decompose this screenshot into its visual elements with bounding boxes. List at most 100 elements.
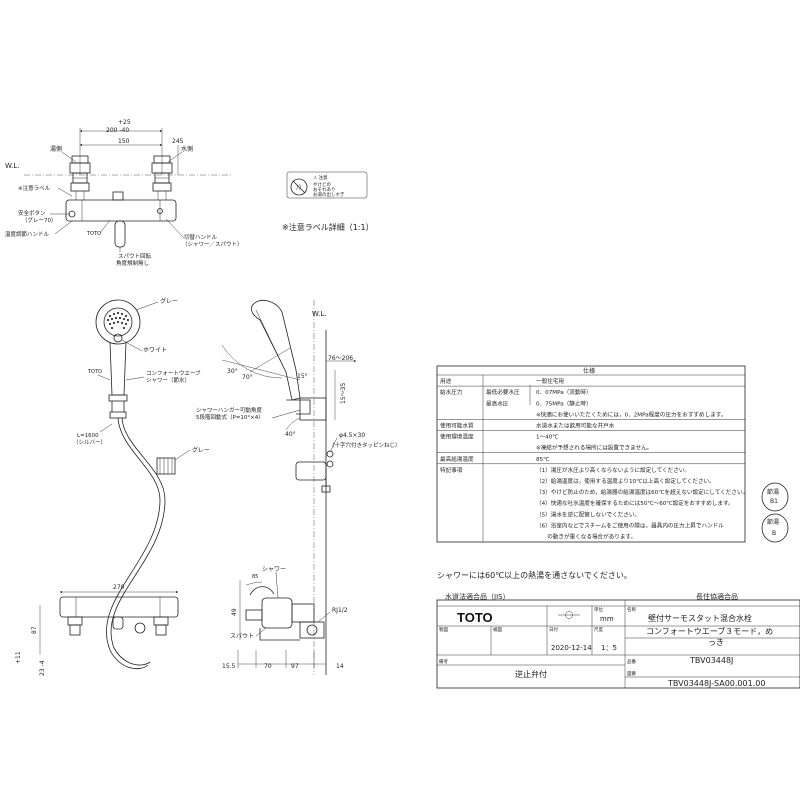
stamp-b2: B xyxy=(772,530,776,537)
spec-title: 仕様 xyxy=(583,367,595,375)
angle-30: 30° xyxy=(227,368,238,375)
safety-button-callout: 安全ボタン（グレー70） xyxy=(18,209,57,224)
hanger-40: 40° xyxy=(285,431,296,438)
stamp-a1: 節湯 xyxy=(767,488,779,496)
bottom-front-view: 270 87 +11 23 -4 xyxy=(15,584,179,676)
gray-callout: グレー xyxy=(160,297,178,305)
remarks-label: 備考 xyxy=(439,658,448,665)
drawing-label: 図番 xyxy=(627,670,636,677)
title-block: 水道法適合品（JIS） 長住協適合品 TOTO 単位 mm 名称 壁付サーモスタ… xyxy=(436,592,800,689)
spec-row-label: 用途 xyxy=(440,377,452,385)
dim-245: 245 xyxy=(172,138,184,145)
shower-callout: シャワー xyxy=(262,566,286,573)
dim-97: 97 xyxy=(291,663,299,670)
screw-label: （十字穴付きタッピンねじ） xyxy=(329,441,401,449)
side-wl-label: W.L. xyxy=(312,310,326,318)
product-name1: 壁付サーモスタット混合水栓 xyxy=(648,613,752,623)
shower-head-front: グレー ホワイト TOTO コンフォートウエーブシャワー（節水） L=1600（… xyxy=(73,297,210,670)
unit-value: mm xyxy=(600,615,614,623)
angle-70: 70° xyxy=(242,374,253,381)
cold-inlet-elbow xyxy=(151,155,173,200)
side-view: W.L. 30° 70° 15° 76～206 15～35 シャワーハンガー可動… xyxy=(196,299,401,675)
name-label: 名称 xyxy=(627,606,636,613)
dim-15-35: 15～35 xyxy=(340,383,347,404)
front-view: +25 200 -40 150 245 W.L. 湯側 水側 xyxy=(5,119,243,267)
caution-body: やけどのおそれありお湯の出しすぎ xyxy=(313,181,345,198)
spec-row-sublabel: 最高水圧 xyxy=(486,399,509,407)
gray2-callout: グレー xyxy=(192,446,210,454)
spec-row-value: 0．75MPa（静止時） xyxy=(536,399,592,407)
spec-row-label: 使用環境温度 xyxy=(440,433,474,441)
hose-callout: L=1600（シルバー） xyxy=(73,433,106,446)
drawing-number: TBV03448J-SA00.001.00 xyxy=(667,679,765,688)
switch-handle-callout: 切替ハンドル（シャワー／スパウト） xyxy=(182,233,243,248)
dim-23: 23 -4 xyxy=(39,660,46,676)
caution-label-detail: ⚠ 注意 やけどのおそれありお湯の出しすぎ ※注意ラベル詳細（1:1） xyxy=(282,171,374,232)
warning-note: シャワーには60℃以上の熱湯を通さないでください。 xyxy=(437,570,632,580)
angle-15: 15° xyxy=(297,373,308,380)
spec-row-value: （5）湯水を逆に配管しないでください。 xyxy=(536,510,640,518)
phi-label: φ4.5×30 xyxy=(339,432,365,439)
model-label: 品番 xyxy=(627,658,636,665)
spec-row-value: 0．07MPa（流動時） xyxy=(536,388,592,396)
caution-label-callout: ※注意ラベル xyxy=(18,184,51,192)
drawn-label: 製図 xyxy=(439,626,448,633)
dim-150: 150 xyxy=(118,138,130,145)
toto-shower-mark: TOTO xyxy=(87,369,102,375)
stamp-a2: B1 xyxy=(770,498,778,505)
water-saving-stamps: 節湯 B1 節湯 B xyxy=(761,482,789,543)
shower-name-callout: コンフォートウエーブシャワー（節水） xyxy=(146,369,201,384)
dim-200: 200 -40 xyxy=(106,127,129,134)
remarks-value: 逆止弁付 xyxy=(515,669,547,679)
dim-270: 270 xyxy=(113,584,125,591)
spec-row-value: （4）快適な吐水温度を確保するためには50℃～60℃設定をおすすめします。 xyxy=(536,499,734,507)
model-value: TBV03448J xyxy=(689,656,733,665)
date-label: 日付 xyxy=(549,626,558,633)
dim-plus25: +25 xyxy=(118,119,131,126)
faucet-body xyxy=(65,191,177,248)
spec-row-label: 使用可能水質 xyxy=(440,422,474,430)
rj-label: RJ1/2 xyxy=(332,607,348,614)
spec-row-value: ※凍結が予想される場所には設置できません。 xyxy=(536,444,652,452)
hot-side-label: 湯側 xyxy=(50,145,62,153)
dim-87: 87 xyxy=(31,626,38,634)
unit-label: 単位 xyxy=(594,606,603,613)
dim-85: 85 xyxy=(252,574,258,580)
longlife-label: 長住協適合品 xyxy=(696,592,738,601)
spec-row-label: 最高給湯温度 xyxy=(440,455,474,463)
jis-label: 水道法適合品（JIS） xyxy=(445,592,510,601)
spec-row-value: 1～40℃ xyxy=(536,434,559,441)
stamp-b1: 節湯 xyxy=(767,518,779,526)
spec-row-value: の動きが重くなる場合があります。 xyxy=(536,533,636,541)
toto-mark: TOTO xyxy=(86,231,101,237)
cold-side-label: 水側 xyxy=(181,145,193,153)
dim-14: 14 xyxy=(336,663,344,670)
scale-value: 1：5 xyxy=(601,644,617,652)
spout-callout: スパウト xyxy=(230,632,254,640)
toto-logo: TOTO xyxy=(457,610,493,625)
scale-label: 尺度 xyxy=(594,626,603,633)
spec-row-value: （3）やけど防止のため，給湯器の給湯温度は60℃を超えない設定にしてください。 xyxy=(536,488,748,496)
caution-head: ⚠ 注意 xyxy=(313,174,328,181)
dim-76-206: 76～206 xyxy=(328,355,353,362)
product-name3: っき xyxy=(708,638,724,647)
temp-handle-callout: 温度調節ハンドル xyxy=(5,230,50,238)
spec-row-label: 給水圧力 xyxy=(440,388,463,396)
product-name2: コンフォートウエーブ３モード，め xyxy=(646,626,773,636)
spec-row-value: （6）浴室内などでスチームをご使用の際は，器具内の圧力上昇でハンドル xyxy=(536,521,724,529)
caution-detail-caption: ※注意ラベル詳細（1:1） xyxy=(282,222,374,232)
spout-rotation-callout: スパウト回転角度規制無し xyxy=(116,252,152,267)
spec-row-value: 一般住宅用 xyxy=(536,377,564,385)
dim-70: 70 xyxy=(264,663,272,670)
white-callout: ホワイト xyxy=(143,347,167,354)
checked-label: 検図 xyxy=(493,626,502,633)
spec-row-value: ※快適にお使いいただくためには，0．2MPa程度の圧力をおすすめします。 xyxy=(536,410,726,418)
spec-row-label: 特記事項 xyxy=(440,466,463,474)
dim-49: 49 xyxy=(231,608,238,616)
dim-15-5: 15.5 xyxy=(222,663,236,670)
spec-row-value: （1）湯圧が水圧より高くならないように設定してください。 xyxy=(536,466,690,474)
dim-11: +11 xyxy=(15,651,22,664)
date-value: 2020-12-14 xyxy=(551,644,592,652)
